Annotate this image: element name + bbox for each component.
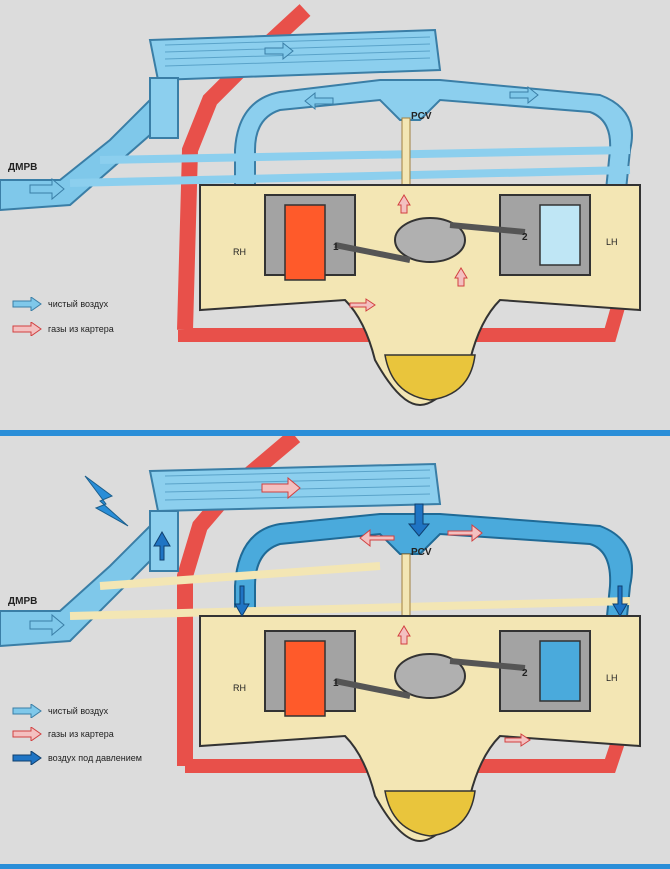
- legend-pressurized-air: воздух под давлением: [12, 751, 142, 765]
- legend-clean-air: чистый воздух: [12, 297, 108, 311]
- oil-sump: [384, 790, 476, 837]
- lh-label: LH: [606, 673, 618, 683]
- piston-2: [539, 204, 581, 266]
- maf-label: ДМРВ: [8, 596, 37, 607]
- bottom-border: [0, 864, 670, 869]
- legend-clean-air-label: чистый воздух: [48, 706, 109, 716]
- legend-pressurized-air-label: воздух под давлением: [48, 753, 142, 763]
- cyl1-label: 1: [333, 242, 339, 253]
- lh-label: LH: [606, 237, 618, 247]
- rh-label: RH: [233, 247, 246, 257]
- lightning-icon: [84, 475, 129, 527]
- legend-crankcase-gases: газы из картера: [12, 727, 114, 741]
- diagram-boost-operation: ДМРВ PCV RH LH 1 2 чистый воздух газы из…: [0, 436, 670, 869]
- pcv-label: PCV: [411, 547, 432, 558]
- blue-arrow-icon: [12, 704, 42, 718]
- engine-diagram-top: ДМРВ PCV RH LH 1 2: [0, 4, 641, 407]
- crankshaft: [394, 217, 466, 263]
- pcv-label: PCV: [411, 111, 432, 122]
- breather-tube-upper: [99, 146, 631, 164]
- blue-arrow-icon: [12, 297, 42, 311]
- legend-crankcase-gases-label: газы из картера: [48, 324, 114, 334]
- cyl1-label: 1: [333, 678, 339, 689]
- diagram-normal-operation: ДМРВ PCV RH LH 1 2 чистый воздух газы из…: [0, 0, 670, 430]
- connecting-rod-2: [449, 658, 526, 671]
- panel-divider: [0, 430, 670, 436]
- breather-tube-upper: [99, 562, 381, 590]
- connecting-rod-1: [334, 678, 411, 699]
- crankshaft: [394, 653, 466, 699]
- piston-1: [284, 204, 326, 281]
- breather-tube-lower: [69, 597, 631, 620]
- rh-label: RH: [233, 683, 246, 693]
- throttle-body: [149, 77, 179, 139]
- cyl2-label: 2: [522, 232, 528, 243]
- legend-crankcase-gases-label: газы из картера: [48, 729, 114, 739]
- maf-label: ДМРВ: [8, 162, 37, 173]
- piston-1: [284, 640, 326, 717]
- air-intake-duct: [0, 97, 151, 212]
- legend-clean-air: чистый воздух: [12, 704, 108, 718]
- piston-2: [539, 640, 581, 702]
- legend-clean-air-label: чистый воздух: [48, 299, 109, 309]
- red-arrow-icon: [12, 322, 42, 336]
- connecting-rod-2: [449, 222, 526, 235]
- connecting-rod-1: [334, 242, 411, 263]
- red-arrow-icon: [12, 727, 42, 741]
- intake-manifold: [234, 79, 633, 201]
- breather-tube-lower: [69, 166, 631, 187]
- cyl2-label: 2: [522, 668, 528, 679]
- engine-diagram-bottom: ДМРВ PCV RH LH 1 2: [0, 436, 641, 843]
- oil-sump: [384, 354, 476, 401]
- legend-crankcase-gases: газы из картера: [12, 322, 114, 336]
- dark-blue-arrow-icon: [12, 751, 42, 765]
